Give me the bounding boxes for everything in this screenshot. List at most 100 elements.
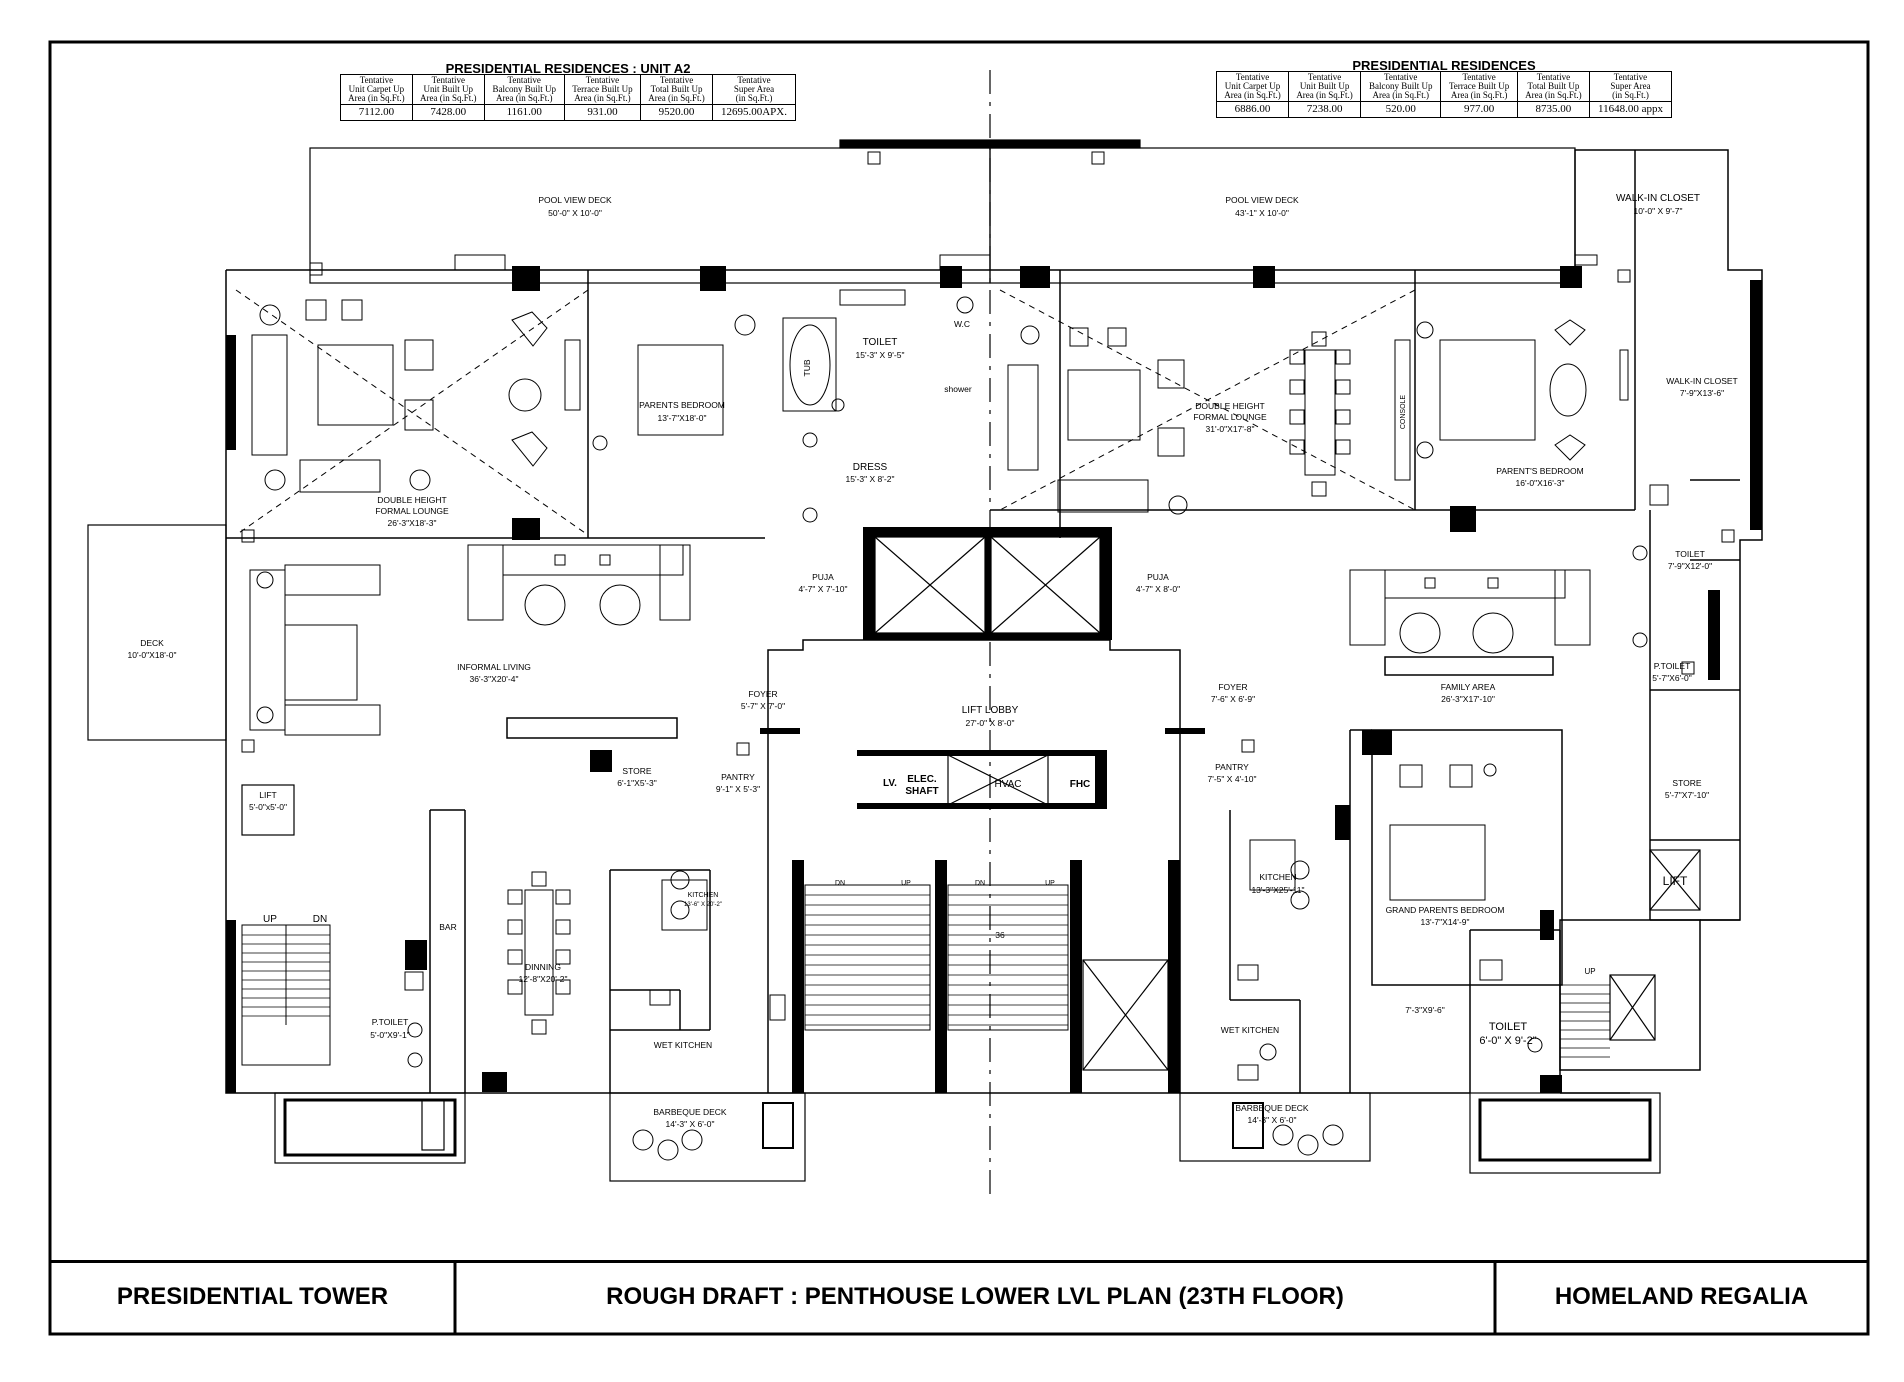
right-value-cell: 6886.00: [1215, 101, 1290, 118]
pool-deck-left-dim: 50'-0" X 10'-0": [548, 208, 602, 218]
deck-label: DECK: [140, 638, 164, 648]
core-stair-dn-2: DN: [975, 880, 985, 887]
foyer-right-label: FOYER: [1218, 682, 1247, 692]
lift-lobby-dim: 27'-0" X 8'-0": [966, 718, 1015, 728]
lounge-right-dim: 31'-0"X17'-8": [1206, 424, 1255, 434]
left-stair-up: UP: [263, 914, 277, 925]
core-stairs: [804, 884, 1069, 1031]
fhc-label: FHC: [1070, 779, 1091, 790]
deck-dim: 10'-0"X18'-0": [128, 650, 177, 660]
puja-left-dim: 4'-7" X 7'-10": [799, 584, 848, 594]
tub-label: TUB: [802, 359, 812, 376]
ptoilet-right-dim: 5'-7"X6'-0": [1652, 673, 1692, 683]
duct-markers: [241, 151, 1735, 756]
foyer-left-dim: 5'-7" X 7'-0": [741, 701, 785, 711]
foyer-right-dim: 7'-6" X 6'-9": [1211, 694, 1255, 704]
bar-label: BAR: [439, 922, 456, 932]
kitchen-left-label: KITCHEN: [688, 892, 719, 899]
left-value-cell: 12695.00APX.: [711, 104, 797, 121]
room-labels: POOL VIEW DECK 50'-0" X 10'-0" POOL VIEW…: [128, 193, 1738, 1129]
right-value-cell: 520.00: [1360, 101, 1442, 118]
title-block: PRESIDENTIAL TOWER ROUGH DRAFT : PENTHOU…: [50, 1260, 1868, 1334]
double-height-markers: [235, 289, 1416, 536]
left-value-cell: 931.00: [563, 104, 642, 121]
pool-deck-right-label: POOL VIEW DECK: [1225, 195, 1299, 205]
store-right-dim: 5'-7"X7'-10": [1665, 790, 1709, 800]
parents-bedroom-left-dim: 13'-7"X18'-0": [658, 413, 707, 423]
core-stair-up-2: UP: [1045, 880, 1055, 887]
right-value-cell: 7238.00: [1288, 101, 1362, 118]
stair-treads: [805, 894, 1068, 1026]
kitchen-right-label: KITCHEN: [1259, 872, 1296, 882]
toilet-right-side-dim: 7'-9"X12'-0": [1668, 561, 1712, 571]
right-stair-up: UP: [1584, 967, 1595, 976]
puja-right-label: PUJA: [1147, 572, 1169, 582]
furniture: [249, 289, 1669, 1161]
right-value-cell: 11648.00 appx: [1588, 101, 1673, 118]
puja-left-label: PUJA: [812, 572, 834, 582]
dinning-label: DINNING: [525, 962, 561, 972]
lounge-right-label-2: FORMAL LOUNGE: [1193, 412, 1267, 422]
toilet-gp-dim: 6'-0" X 9'-2": [1479, 1035, 1536, 1047]
grand-bedroom-label: GRAND PARENTS BEDROOM: [1386, 905, 1505, 915]
pantry-right-dim: 7'-5" X 4'-10": [1208, 774, 1257, 784]
lounge-left-label: DOUBLE HEIGHT: [377, 495, 446, 505]
grand-bedroom-dim-2: 7'-3"X9'-6": [1405, 1005, 1445, 1015]
left-table-title: PRESIDENTIAL RESIDENCES : UNIT A2: [445, 61, 691, 76]
store-right-label: STORE: [1672, 778, 1701, 788]
developer-name: HOMELAND REGALIA: [1554, 1283, 1809, 1310]
toilet-tub-label: TOILET: [863, 337, 898, 348]
parents-bedroom-right-label: PARENT'S BEDROOM: [1496, 466, 1583, 476]
foyer-left-label: FOYER: [748, 689, 777, 699]
family-area-dim: 26'-3"X17'-10": [1441, 694, 1495, 704]
right-table-title: PRESIDENTIAL RESIDENCES: [1352, 58, 1536, 73]
core-stair-dn-1: DN: [835, 880, 845, 887]
left-table-value-row: 7112.00 7428.00 1161.00 931.00 9520.00 1…: [340, 104, 797, 121]
dinning-dim: 12'-8"X20'-2": [519, 974, 568, 984]
grand-bedroom-dim: 13'-7"X14'-9": [1421, 917, 1470, 927]
toilet-gp-label: TOILET: [1489, 1021, 1528, 1033]
wet-kitchen-right-label: WET KITCHEN: [1221, 1025, 1279, 1035]
bbq-right-dim: 14'-3" X 6'-0": [1248, 1115, 1297, 1125]
console-label: CONSOLE: [1400, 395, 1407, 430]
pantry-left-dim: 9'-1" X 5'-3": [716, 784, 760, 794]
kitchen-right-dim: 13'-3"X25'-11": [1251, 885, 1304, 895]
ptoilet-right-label: P.TOILET: [1654, 661, 1691, 671]
bbq-right-label: BARBEQUE DECK: [1235, 1103, 1309, 1113]
dress-dim: 15'-3" X 8'-2": [846, 474, 895, 484]
wet-kitchen-left-label: WET KITCHEN: [654, 1040, 712, 1050]
parents-bedroom-left-label: PARENTS BEDROOM: [639, 400, 725, 410]
structural-columns: [226, 254, 1762, 1093]
pool-decks: [309, 139, 1576, 284]
kitchen-left-dim: 13'-6" X 20'-2": [684, 902, 722, 908]
drawing-title: ROUGH DRAFT : PENTHOUSE LOWER LVL PLAN (…: [606, 1283, 1344, 1310]
bbq-left-dim: 14'-3" X 6'-0": [666, 1119, 715, 1129]
stair-number: 36: [995, 930, 1005, 940]
pantry-right-label: PANTRY: [1215, 762, 1249, 772]
bottom-balconies: [274, 1092, 1661, 1182]
exterior-walls: [225, 149, 1763, 1094]
left-value-cell: 7112.00: [340, 104, 413, 121]
ptoilet-left-label: P.TOILET: [372, 1017, 409, 1027]
right-table-value-row: 6886.00 7238.00 520.00 977.00 8735.00 11…: [1215, 101, 1673, 118]
walkin-closet-side-label: WALK-IN CLOSET: [1666, 376, 1737, 386]
left-deck: [87, 524, 227, 741]
hvac-label: HVAC: [994, 779, 1021, 790]
informal-living-label: INFORMAL LIVING: [457, 662, 531, 672]
ptoilet-left-dim: 5'-0"X9'-1": [370, 1030, 410, 1040]
core-stair-up-1: UP: [901, 880, 911, 887]
lounge-left-label-2: FORMAL LOUNGE: [375, 506, 449, 516]
left-stair-dn: DN: [313, 914, 327, 925]
pool-deck-left-label: POOL VIEW DECK: [538, 195, 612, 205]
informal-living-dim: 36'-3"X20'-4": [470, 674, 519, 684]
left-stair-treads: [242, 934, 330, 1017]
